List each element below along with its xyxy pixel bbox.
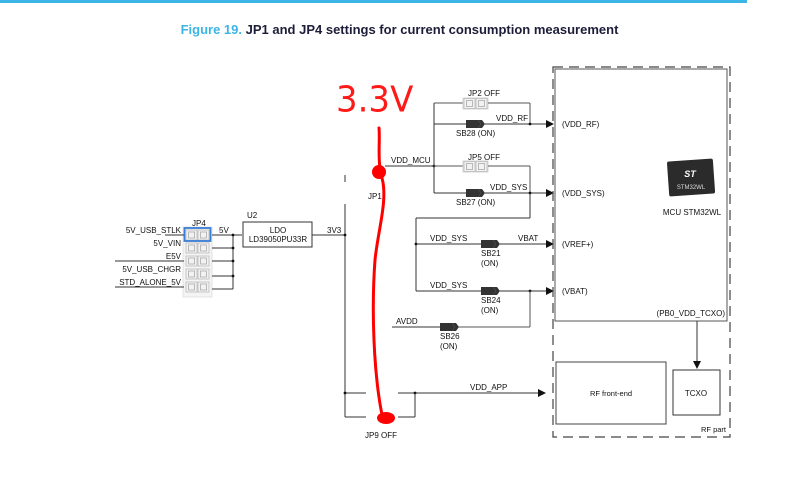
- rf-front-end-block: [555, 361, 667, 425]
- st-logo: ST: [684, 169, 697, 179]
- ldo-part-number: LD39050PU33R: [249, 235, 307, 244]
- mcu-pin: (PB0_VDD_TCXO): [657, 309, 726, 318]
- annotation-jp1-mark: [372, 165, 386, 179]
- top-accent-bar: [0, 0, 747, 3]
- tcxo-label: TCXO: [685, 389, 707, 398]
- jp4-block: JP4 5V_USB_STLK 5V_VIN E5V 5V_USB_CHGR S…: [115, 219, 242, 298]
- jp9-label: JP9 OFF: [365, 431, 397, 440]
- rf-front-end-label: RF front-end: [590, 389, 632, 398]
- chip-marking: STM32WL: [677, 185, 706, 191]
- sb27-label: SB27 (ON): [456, 198, 495, 207]
- sb27-bridge[interactable]: [466, 189, 485, 197]
- sb26-label: SB26: [440, 332, 460, 341]
- mcu-pin: (VBAT): [562, 287, 588, 296]
- ldo-ref: U2: [247, 211, 258, 220]
- jp4-output-label: 5V: [219, 226, 229, 235]
- figure-number: Figure 19.: [180, 22, 243, 37]
- net-vbat: VBAT: [518, 234, 538, 243]
- jp4-input-label: STD_ALONE_5V: [119, 278, 181, 287]
- mcu-pin: (VREF+): [562, 240, 594, 249]
- supply-bus: VDD_APP JP9 OFF: [343, 175, 546, 440]
- sb24-bridge[interactable]: [481, 287, 500, 295]
- mcu-pin: (VDD_RF): [562, 120, 600, 129]
- jp5-label: JP5 OFF: [468, 153, 500, 162]
- sb28-label: SB28 (ON): [456, 129, 495, 138]
- ldo-type: LDO: [270, 226, 286, 235]
- net-vdd-mcu: VDD_MCU: [391, 156, 431, 165]
- net-vdd-sys: VDD_SYS: [430, 234, 467, 243]
- ldo-u2: U2 LDO LD39050PU33R 3V3: [242, 211, 345, 248]
- mcu-block: [554, 68, 728, 322]
- jp1-label: JP1: [368, 192, 382, 201]
- sb28-bridge[interactable]: [466, 120, 485, 128]
- jp5-jumper[interactable]: [462, 160, 489, 173]
- jp4-input-label: 5V_VIN: [153, 239, 181, 248]
- jp4-input-label: 5V_USB_CHGR: [122, 265, 181, 274]
- sb21-state: (ON): [481, 259, 499, 268]
- sb26-state: (ON): [440, 342, 458, 351]
- mcu-pin: (VDD_SYS): [562, 189, 605, 198]
- annotation-stroke: [371, 176, 386, 420]
- sb21-bridge[interactable]: [481, 240, 500, 248]
- jp4-selected-jumper: [183, 227, 212, 242]
- jp4-row-1[interactable]: [183, 227, 212, 242]
- sb24-state: (ON): [481, 306, 499, 315]
- ldo-output-label: 3V3: [327, 226, 342, 235]
- vdd-mcu-net: JP1 VDD_MCU JP2 OFF VDD_RF SB28 (ON) JP5…: [368, 89, 554, 351]
- sb26-bridge[interactable]: [440, 323, 459, 331]
- annotation-3v3-text: 3.3V: [336, 80, 413, 121]
- rf-part-label: RF part: [701, 425, 727, 434]
- jp2-jumper[interactable]: [462, 97, 489, 110]
- net-vdd-rf: VDD_RF: [496, 114, 528, 123]
- tcxo-block: [672, 369, 721, 416]
- jp4-label: JP4: [192, 219, 206, 228]
- net-vdd-app: VDD_APP: [470, 383, 507, 392]
- figure-title: Figure 19. JP1 and JP4 settings for curr…: [0, 22, 799, 37]
- net-vdd-sys: VDD_SYS: [430, 281, 467, 290]
- annotation-stroke: [377, 126, 382, 170]
- jp2-label: JP2 OFF: [468, 89, 500, 98]
- net-vdd-sys: VDD_SYS: [490, 183, 527, 192]
- figure-title-text: JP1 and JP4 settings for current consump…: [245, 22, 619, 37]
- rf-part-boundary: [552, 66, 731, 438]
- stm32wl-chip-icon: ST STM32WL: [667, 158, 716, 197]
- annotation-jp9-mark: [377, 412, 395, 424]
- net-avdd: AVDD: [396, 317, 418, 326]
- jp4-input-label: 5V_USB_STLK: [126, 226, 182, 235]
- mcu-caption: MCU STM32WL: [663, 208, 722, 217]
- sb21-label: SB21: [481, 249, 501, 258]
- jp4-input-label: E5V: [166, 252, 182, 261]
- sb24-label: SB24: [481, 296, 501, 305]
- handwritten-annotation: 3.3V: [336, 80, 413, 424]
- mcu-rf-region: (VDD_RF) (VDD_SYS) (VREF+) (VBAT) (PB0_V…: [552, 66, 731, 438]
